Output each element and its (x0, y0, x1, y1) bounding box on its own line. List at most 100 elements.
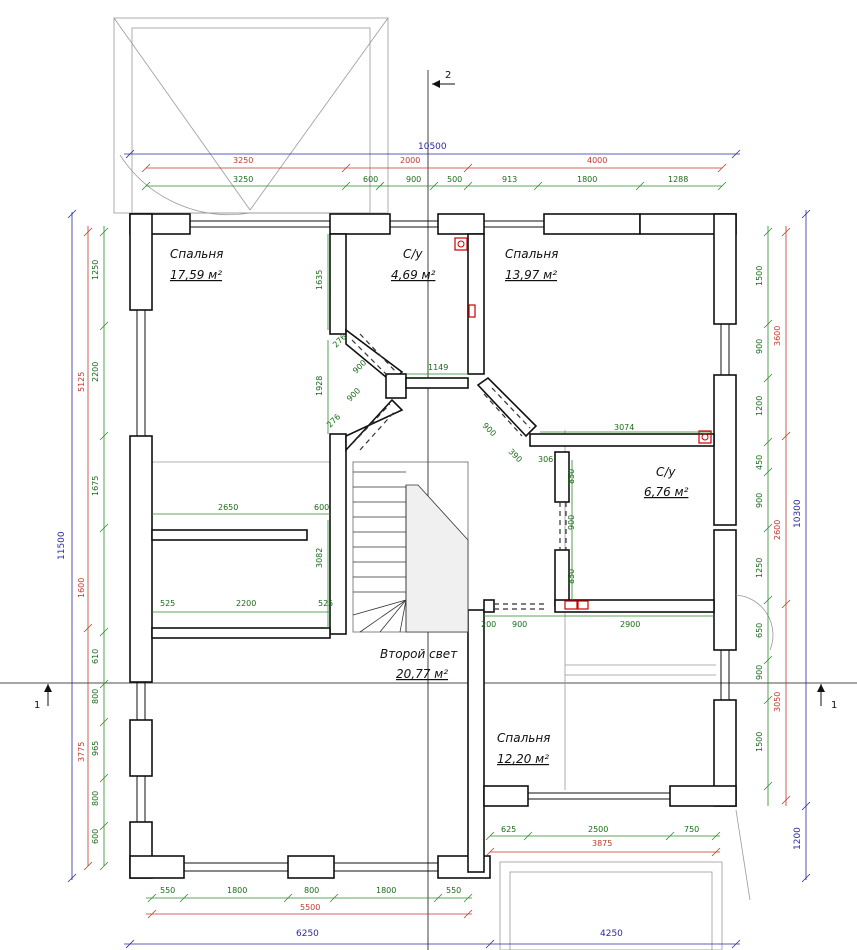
dim-line (635, 181, 645, 191)
dim-line (99, 523, 109, 533)
dim-left-green-3: 610 (91, 649, 100, 664)
axis-1-left-label: 1 (34, 700, 40, 711)
balcony-outline (499, 594, 774, 950)
dimension-lines (67, 149, 811, 949)
room-bath2-area: 6,76 м² (644, 485, 689, 499)
dim-top-green-6: 1288 (668, 175, 688, 184)
dim-line (763, 319, 773, 329)
dim-line (141, 181, 151, 191)
dim-bottom-green-0: 550 (160, 886, 175, 895)
dim-bottom-green-4: 550 (446, 886, 461, 895)
dim-left-red-1: 1600 (77, 578, 86, 598)
dim-line (341, 181, 351, 191)
dim-left-red-0: 5125 (77, 372, 86, 392)
dim-right-green-2: 1200 (755, 396, 764, 416)
dim-line (711, 847, 721, 857)
dim-left-green-1: 2200 (91, 362, 100, 382)
dim-right-green-7: 900 (755, 665, 764, 680)
dim-line (763, 437, 773, 447)
dim-bottom-green-3: 1800 (376, 886, 396, 895)
dim-inner-1: 1928 (315, 376, 324, 396)
dim-right-green-3: 450 (755, 455, 764, 470)
dim-line (375, 181, 385, 191)
dim-line (99, 227, 109, 237)
room-bath2-name: С/у (656, 465, 676, 479)
dim-right-red-1: 2600 (773, 520, 782, 540)
dim-inner-18: 2200 (236, 599, 256, 608)
dim-top-green-0: 3250 (233, 175, 253, 184)
dim-inner-6: 1149 (428, 363, 448, 372)
room-bedroom3-name: Спальня (497, 731, 550, 745)
dim-line (463, 909, 473, 919)
dim-bottom-green-2: 800 (304, 886, 319, 895)
dim-left-green-6: 800 (91, 791, 100, 806)
dim-right-green-8: 1500 (755, 732, 764, 752)
dim-right-red-2: 3050 (773, 692, 782, 712)
room-bedroom2-name: Спальня (505, 247, 558, 261)
dim-left-green-2: 1675 (91, 476, 100, 496)
dim-left-green-4: 800 (91, 689, 100, 704)
dim-line (125, 149, 135, 159)
room-bath1-area: 4,69 м² (391, 268, 436, 282)
dim-line (141, 163, 151, 173)
dim-inner-8: 390 (507, 447, 524, 464)
dim-line (711, 831, 721, 841)
dim-left-green-0: 1250 (91, 260, 100, 280)
dim-right-green-6: 650 (755, 623, 764, 638)
stair-winder (379, 599, 407, 633)
dim-line (717, 163, 727, 173)
dim-line (763, 595, 773, 605)
dim-line (801, 209, 811, 219)
dim-line (781, 227, 791, 237)
dim-line (763, 373, 773, 383)
dim-line (429, 181, 439, 191)
dim-line (179, 893, 189, 903)
dim-line (731, 149, 741, 159)
dim-line (99, 321, 109, 331)
dim-inner-14: 2650 (218, 503, 238, 512)
dim-inner-16: 3082 (315, 548, 324, 568)
dim-line (99, 821, 109, 831)
dim-line (485, 847, 495, 857)
dim-line (433, 893, 443, 903)
dim-right-green-5: 1250 (755, 558, 764, 578)
dim-line (781, 795, 791, 805)
dim-bottom-right-green-2: 750 (684, 825, 699, 834)
dim-line (665, 831, 675, 841)
dim-line (463, 181, 473, 191)
stair-winder (359, 599, 407, 633)
staircase (352, 461, 469, 633)
dim-line (147, 909, 157, 919)
dim-line (83, 861, 93, 871)
door-openings (351, 333, 567, 610)
dim-inner-11: 850 (567, 469, 576, 484)
dim-line (99, 627, 109, 637)
dim-inner-9: 3074 (614, 423, 634, 432)
dim-top-green-3: 500 (447, 175, 462, 184)
dim-line (67, 873, 77, 883)
room-bedroom3-area: 12,20 м² (497, 752, 549, 766)
dim-left-red-2: 3775 (77, 742, 86, 762)
top-dimensions: 10500 3250 2000 4000 3250 600 900 500 91… (233, 142, 688, 184)
dim-inner-13: 850 (567, 569, 576, 584)
room-secondlight-area: 20,77 м² (396, 667, 448, 681)
room-labels: Спальня 17,59 м² С/у 4,69 м² Спальня 13,… (170, 247, 689, 766)
dim-inner-21: 900 (512, 620, 527, 629)
dim-line (801, 873, 811, 883)
dim-line (99, 717, 109, 727)
dim-line (763, 467, 773, 477)
room-secondlight-name: Второй свет (380, 647, 458, 661)
stair-winder (352, 599, 407, 616)
dim-right-green-1: 900 (755, 339, 764, 354)
axis-2-label: 2 (445, 70, 451, 81)
room-bedroom1-name: Спальня (170, 247, 223, 261)
dim-bottom-right-red: 3875 (592, 839, 612, 848)
stair-winder (399, 599, 407, 633)
axis-1: 1 1 (0, 682, 857, 711)
dim-right-red-0: 3600 (773, 326, 782, 346)
dim-line (763, 523, 773, 533)
dim-line (763, 695, 773, 705)
dim-right-total: 10300 (793, 499, 803, 528)
dim-line (523, 831, 533, 841)
dim-bottom-blue-0: 6250 (296, 929, 319, 939)
